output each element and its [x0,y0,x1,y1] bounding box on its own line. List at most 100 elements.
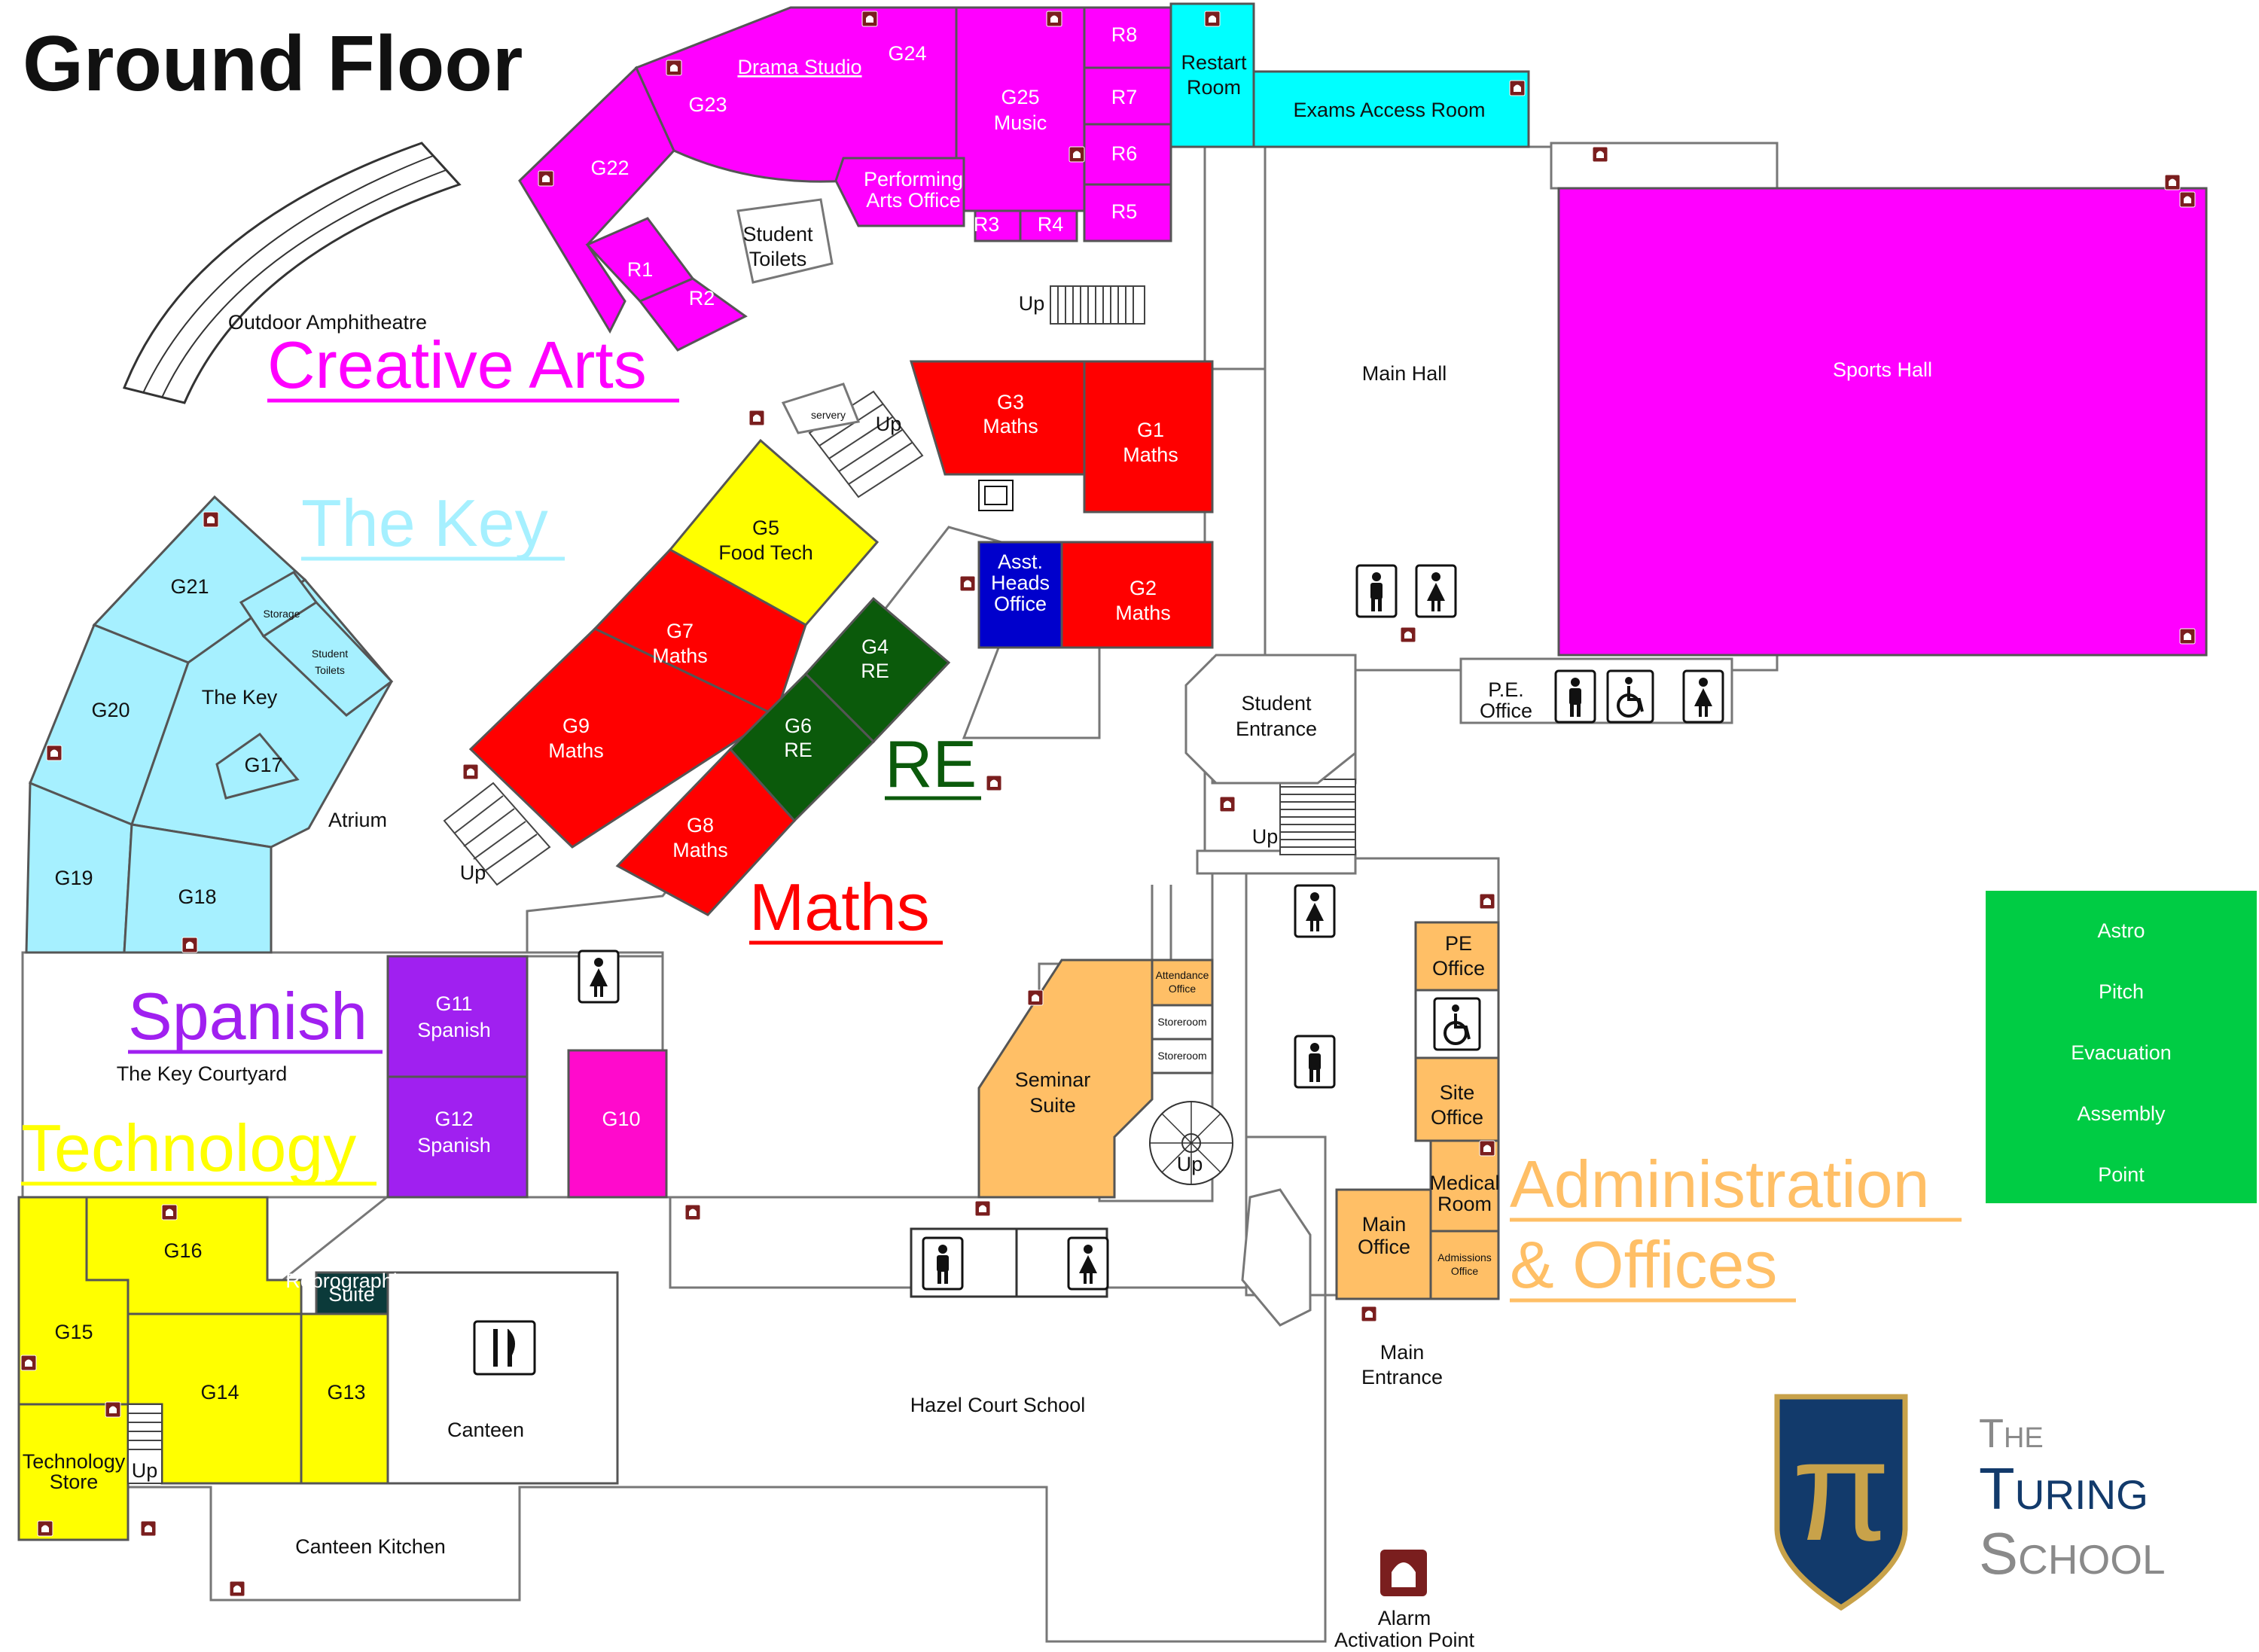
room-main-entrance-1: Main [1380,1341,1425,1364]
room-storeroom-2: Storeroom [1157,1050,1206,1062]
room-g9-maths: Maths [548,739,604,762]
the-key-block [25,495,394,954]
room-g17: G17 [244,754,282,776]
room-main-entrance-2: Entrance [1361,1366,1443,1388]
alarm-activation-point-icon [2179,628,2196,645]
room-storeroom-1: Storeroom [1157,1016,1206,1028]
room-g18: G18 [178,885,216,908]
room-r1: R1 [627,258,654,281]
dept-admin-2: & Offices [1510,1227,1777,1302]
room-g5-food-tech: Food Tech [718,541,813,564]
room-main-hall: Main Hall [1362,362,1447,385]
room-key-toilets-1: Student [312,648,348,660]
room-exams-access: Exams Access Room [1293,99,1485,121]
stairs-technology [127,1404,163,1484]
room-repro-1: Reprographics [285,1269,418,1292]
room-g6-re: RE [784,739,812,761]
room-g12-spanish: Spanish [417,1134,491,1157]
dept-re: RE [885,727,977,801]
room-student-entrance-1: Student [1241,692,1312,715]
room-g13: G13 [327,1381,365,1404]
alarm-activation-point-icon [20,1355,37,1371]
outdoor-amphitheatre: Outdoor Amphitheatre [122,142,462,404]
alarm-activation-point-icon [462,764,479,780]
room-g8: G8 [687,814,714,837]
room-medical-1: Medical [1429,1172,1499,1194]
stairs-up-label-2: Up [876,413,902,435]
dept-technology: Technology [21,1111,356,1185]
room-student-toilets-1: Student [742,223,813,245]
lift-icon [978,480,1014,511]
female-toilet-icon [1067,1236,1109,1291]
dept-creative-arts: Creative Arts [267,328,647,402]
assembly-line-3: Evacuation [2071,1041,2172,1064]
map-title: Ground Floor [23,20,523,108]
room-r3: R3 [974,213,1000,236]
alarm-activation-point-icon [46,745,62,761]
room-performing-arts-1: Performing [864,168,963,190]
room-g15: G15 [54,1321,93,1343]
room-g14: G14 [200,1381,239,1404]
pi-symbol-icon: π [1791,1411,1890,1571]
male-toilet-icon [1355,564,1398,618]
room-pe-office-small-1: P.E. [1488,678,1524,701]
assembly-line-4: Assembly [2077,1102,2166,1125]
room-admissions-2: Office [1451,1265,1479,1277]
room-admissions-1: Admissions [1437,1251,1492,1263]
stairs-up-label-4: Up [1177,1153,1203,1175]
alarm-activation-point-icon [1479,1140,1495,1157]
alarm-activation-point-icon [986,775,1002,791]
room-main-office-1: Main [1362,1213,1407,1236]
room-storage: Storage [263,608,300,620]
room-r5: R5 [1111,200,1138,223]
room-g9: G9 [562,715,590,737]
male-toilet-icon [922,1236,964,1291]
male-toilet-icon [1294,1035,1336,1089]
assembly-line-5: Point [2098,1163,2145,1186]
room-g16: G16 [163,1239,202,1262]
room-canteen-kitchen: Canteen Kitchen [295,1535,446,1558]
room-medical-2: Room [1437,1193,1492,1215]
alarm-activation-point-icon [861,11,878,27]
alarm-activation-point-icon [959,575,976,592]
room-g8-maths: Maths [672,839,728,861]
female-toilet-icon [578,949,620,1004]
room-g6: G6 [785,715,812,737]
alarm-activation-point-icon [181,937,198,953]
room-g22: G22 [590,157,629,179]
female-toilet-icon [1294,884,1336,938]
room-key-courtyard: The Key Courtyard [117,1062,288,1085]
room-asst-2: Heads [991,571,1050,594]
alarm-activation-point-icon [1027,989,1044,1006]
alarm-activation-point-icon [2179,191,2196,208]
technology-block: Up [17,1196,619,1541]
alarm-activation-point-icon [1046,11,1062,27]
room-g1-maths: Maths [1123,443,1178,466]
alarm-legend-line-1: Alarm [1378,1607,1431,1629]
room-pe-office-1: PE [1445,932,1472,955]
logo-line-3: School [1979,1520,2166,1586]
accessible-toilet-icon [1433,997,1481,1051]
amphitheatre-label: Outdoor Amphitheatre [228,311,427,334]
school-name: Hazel Court School [910,1394,1086,1416]
assembly-line-2: Pitch [2099,980,2144,1003]
room-g10: G10 [602,1108,640,1130]
alarm-activation-point-icon [1069,146,1085,163]
room-labels: G22 G23 G24 Drama Studio G25 Music R1 R2… [23,23,1932,1558]
alarm-legend: Alarm Activation Point [1334,1550,1475,1651]
stairs-up-label-1: Up [1019,292,1045,315]
room-g19: G19 [54,867,93,889]
room-main-office-2: Office [1358,1236,1410,1258]
alarm-activation-point-icon [684,1204,701,1221]
female-toilet-icon [1682,669,1724,724]
cutlery-icon [473,1320,536,1376]
room-asst-3: Office [994,593,1047,615]
room-g25: G25 [1001,86,1039,108]
room-g4-re: RE [861,660,889,682]
stairs-up-label-6: Up [132,1459,158,1482]
alarm-activation-point-icon [105,1401,121,1418]
alarm-activation-point-icon [1479,893,1495,910]
room-g2-maths: Maths [1115,602,1171,624]
room-seminar-2: Suite [1029,1094,1076,1117]
admin-block: Up Up [977,654,1500,1300]
